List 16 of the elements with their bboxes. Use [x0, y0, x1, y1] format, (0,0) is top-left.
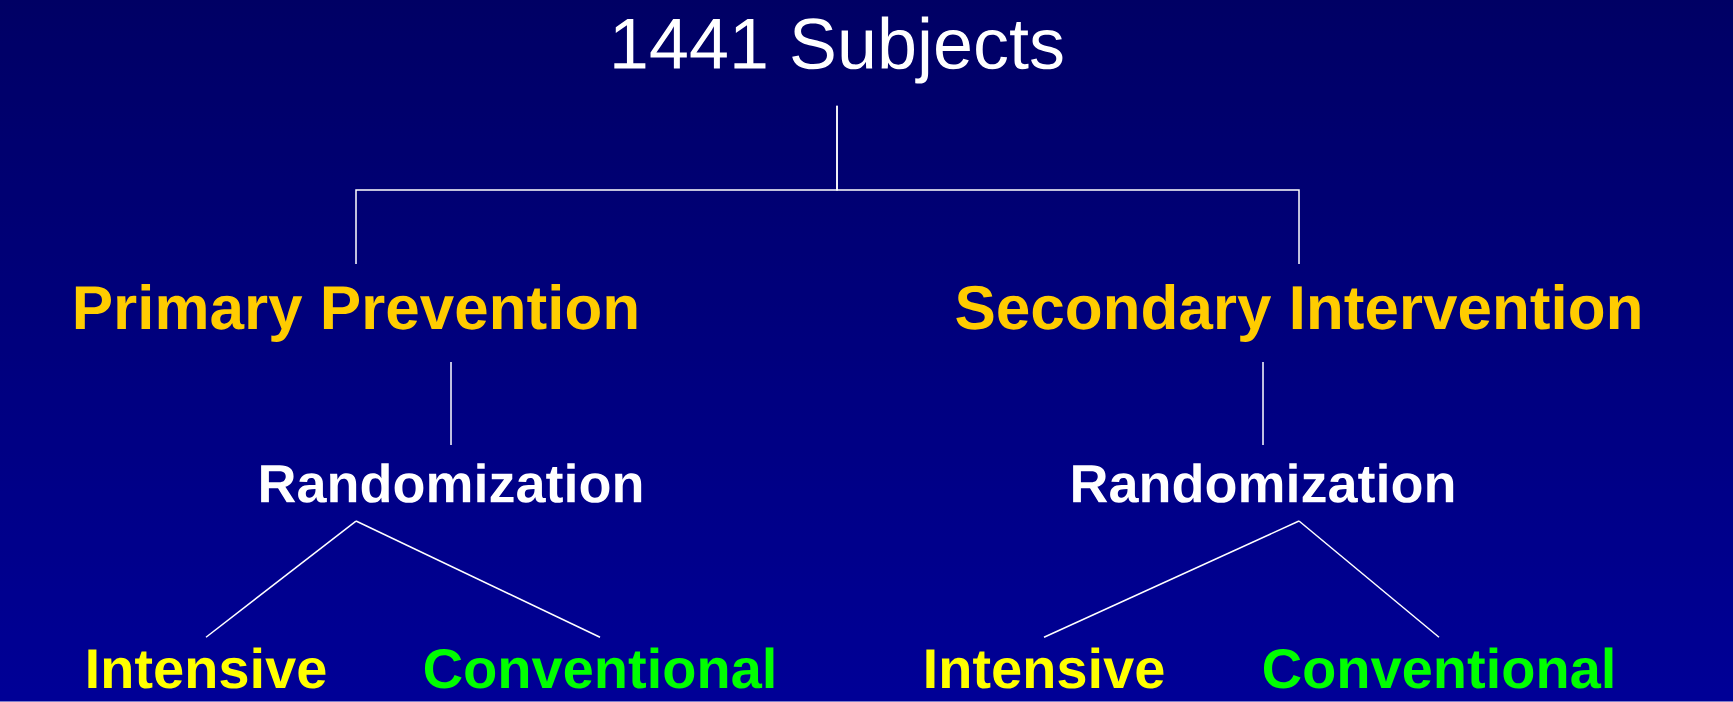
connector-line: [450, 361, 452, 446]
group-heading: Secondary Intervention: [956, 284, 1640, 342]
connector-line: [836, 105, 1300, 265]
connector-line: [355, 520, 601, 638]
arm-label: Conventional: [1263, 647, 1613, 689]
connector-line: [1262, 361, 1264, 446]
arm-label: Intensive: [88, 647, 326, 689]
heading-text: 1441 Subjects: [614, 16, 1063, 84]
step-label: Randomization: [261, 463, 642, 503]
arm-label: Conventional: [424, 647, 774, 689]
arm-label: Intensive: [926, 647, 1164, 689]
connector-line: [205, 520, 357, 638]
connector-line: [1043, 520, 1300, 638]
step-label: Randomization: [1073, 463, 1454, 503]
connector-line: [1298, 520, 1440, 638]
group-heading: Primary Prevention: [75, 284, 637, 342]
